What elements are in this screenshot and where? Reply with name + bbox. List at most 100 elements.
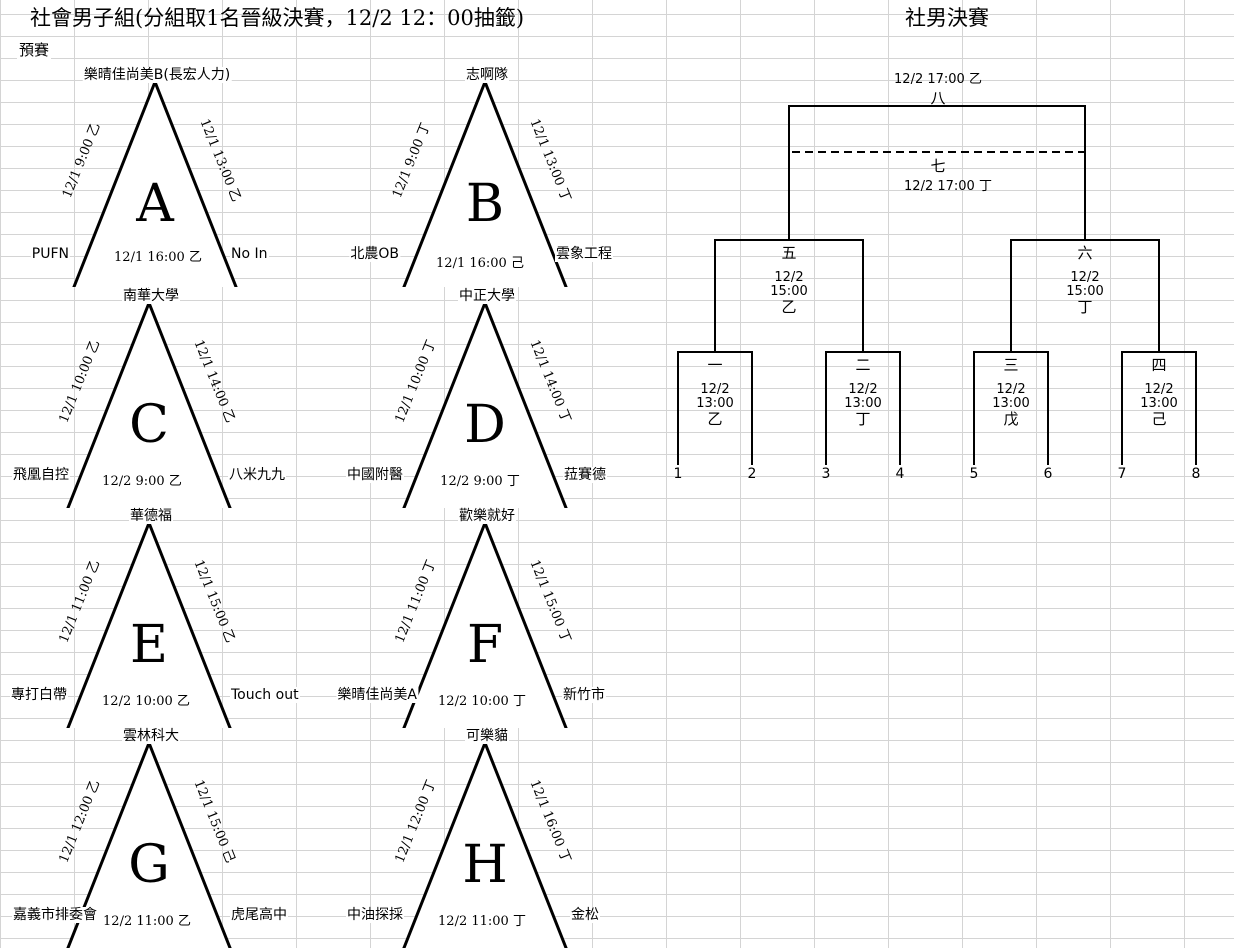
match-date: 12/2 [774,269,804,285]
group-h: 可樂貓 中油探採 金松 12/1 12:00 丁 12/1 16:00 丁 12… [330,723,630,948]
team-left: 北農OB [349,246,400,262]
match-1: 一 12/2 13:00 乙 [696,357,733,428]
match-court: 丁 [855,410,871,429]
final-label: 八 [930,89,946,107]
group-triangle [402,518,568,728]
team-right: 虎尾高中 [230,907,288,923]
team-right: 金松 [570,907,600,923]
match-time: 13:00 [844,395,882,411]
group-triangle [66,298,232,508]
slot-7: 7 [1117,466,1127,482]
bottom-side-schedule: 12/1 16:00 乙 [113,250,203,265]
third-place-schedule: 12/2 17:00 丁 [904,179,992,194]
team-right: 新竹市 [562,687,606,703]
match-time: 15:00 [1066,283,1104,299]
match-label: 二 [855,356,871,374]
match-date: 12/2 [1144,381,1174,397]
match-time: 15:00 [770,283,808,299]
group-triangle [66,518,232,728]
team-top: 樂晴佳尚美B(長宏人力) [82,67,232,83]
group-letter: A [136,174,174,234]
match-8-line [788,105,1086,240]
team-right: 八米九九 [228,467,286,483]
group-letter: G [128,835,170,895]
group-letter: H [462,835,508,895]
slot-5: 5 [969,466,979,482]
group-triangle [72,77,238,287]
match-date: 12/2 [1070,269,1100,285]
match-date: 12/2 [996,381,1026,397]
group-letter: F [466,615,504,675]
team-left: 樂晴佳尚美A [336,687,418,703]
slot-1: 1 [673,466,683,482]
team-top: 可樂貓 [465,728,509,744]
match-label: 四 [1151,356,1167,374]
match-2: 二 12/2 13:00 丁 [844,357,881,428]
team-left: 中國附醫 [346,467,404,483]
team-right: 雲象工程 [555,246,613,262]
bottom-side-schedule: 12/2 10:00 丁 [437,694,527,709]
team-right: Touch out [230,687,300,703]
match-label: 三 [1003,356,1019,374]
match-date: 12/2 [848,381,878,397]
team-right: 菈賽德 [563,467,607,483]
team-top: 雲林科大 [122,728,180,744]
group-letter: B [465,174,505,234]
match-3: 三 12/2 13:00 戊 [992,357,1029,428]
match-court: 戊 [1003,410,1019,429]
team-left: 飛凰自控 [12,467,70,483]
bottom-side-schedule: 12/2 11:00 丁 [437,914,527,929]
slot-6: 6 [1043,466,1053,482]
team-left: PUFN [30,246,70,262]
match-date: 12/2 [700,381,730,397]
match-label: 六 [1077,244,1093,262]
group-c: 南華大學 飛凰自控 八米九九 12/1 10:00 乙 12/1 14:00 乙… [0,283,294,508]
group-triangle [402,738,568,948]
team-top: 華德福 [129,508,173,524]
match-court: 乙 [707,410,723,429]
group-letter: D [464,395,506,455]
group-a: 樂晴佳尚美B(長宏人力) PUFN No In 12/1 9:00 乙 12/1… [0,62,300,287]
team-left: 嘉義市排委會 [12,907,98,923]
team-top: 中正大學 [458,288,516,304]
team-top: 志啊隊 [465,67,509,83]
group-triangle [402,77,568,287]
match-court: 乙 [781,298,797,317]
match-time: 13:00 [1140,395,1178,411]
final-schedule: 12/2 17:00 乙 [894,72,982,87]
slot-2: 2 [747,466,757,482]
match-5: 五 12/2 15:00 乙 [770,245,807,316]
team-left: 中油探採 [346,907,404,923]
page-title: 社會男子組(分組取1名晉級決賽，12/2 12：00抽籤) [30,6,525,30]
match-court: 丁 [1077,298,1093,317]
group-triangle [66,738,232,948]
bottom-side-schedule: 12/2 10:00 乙 [101,694,191,709]
slot-4: 4 [895,466,905,482]
match-6: 六 12/2 15:00 丁 [1066,245,1103,316]
slot-8: 8 [1191,466,1201,482]
prelim-label: 預賽 [17,41,52,59]
group-b: 志啊隊 北農OB 雲象工程 12/1 9:00 丁 12/1 13:00 丁 1… [330,62,630,287]
group-d: 中正大學 中國附醫 菈賽德 12/1 10:00 丁 12/1 14:00 丁 … [330,283,630,508]
team-right: No In [230,246,269,262]
group-letter: C [129,395,169,455]
bottom-side-schedule: 12/2 9:00 乙 [101,474,183,489]
third-place-label: 七 [930,157,946,175]
match-4: 四 12/2 13:00 己 [1140,357,1177,428]
match-time: 13:00 [696,395,734,411]
team-top: 歡樂就好 [458,508,516,524]
slot-3: 3 [821,466,831,482]
bottom-side-schedule: 12/1 16:00 己 [435,256,525,271]
match-label: 五 [781,244,797,262]
team-left: 專打白帶 [10,687,68,703]
match-label: 一 [707,356,723,374]
group-f: 歡樂就好 樂晴佳尚美A 新竹市 12/1 11:00 丁 12/1 15:00 … [330,503,630,728]
match-time: 13:00 [992,395,1030,411]
final-title: 社男決賽 [905,6,989,30]
match-court: 己 [1151,410,1167,429]
team-top: 南華大學 [122,288,180,304]
bottom-side-schedule: 12/2 11:00 乙 [102,914,192,929]
group-triangle [402,298,568,508]
bottom-side-schedule: 12/2 9:00 丁 [439,474,521,489]
